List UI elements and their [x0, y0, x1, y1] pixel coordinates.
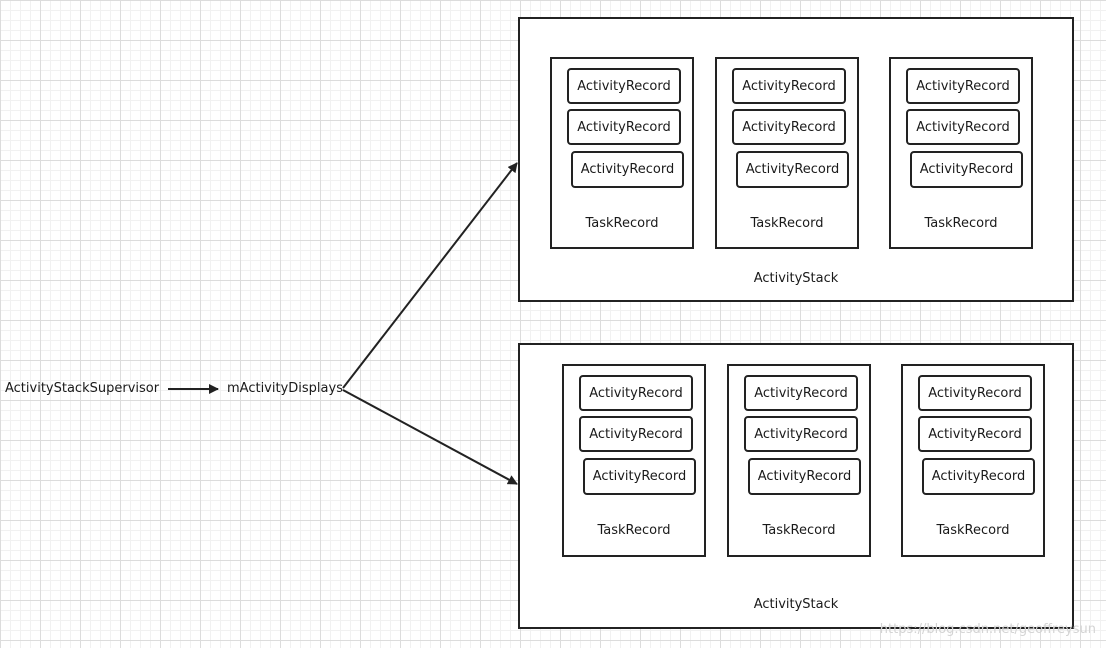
- activity-record: ActivityRecord: [748, 458, 861, 495]
- task-record-1-2: ActivityRecord ActivityRecord ActivityRe…: [715, 57, 859, 249]
- task-record-label: TaskRecord: [762, 523, 836, 538]
- activity-record: ActivityRecord: [583, 458, 696, 495]
- m-activity-displays-label: mActivityDisplays: [227, 381, 343, 396]
- task-record-2-1: ActivityRecord ActivityRecord ActivityRe…: [562, 364, 706, 557]
- task-record-label: TaskRecord: [597, 523, 671, 538]
- activity-record: ActivityRecord: [918, 375, 1032, 411]
- task-record-label: TaskRecord: [750, 216, 824, 231]
- activity-record: ActivityRecord: [732, 109, 846, 145]
- activity-record: ActivityRecord: [918, 416, 1032, 452]
- activity-record: ActivityRecord: [906, 109, 1020, 145]
- activity-record: ActivityRecord: [922, 458, 1035, 495]
- activity-record: ActivityRecord: [732, 68, 846, 104]
- activity-record: ActivityRecord: [579, 416, 693, 452]
- task-record-label: TaskRecord: [585, 216, 659, 231]
- activity-record: ActivityRecord: [906, 68, 1020, 104]
- activity-record: ActivityRecord: [744, 416, 858, 452]
- activity-record: ActivityRecord: [567, 68, 681, 104]
- activity-record: ActivityRecord: [910, 151, 1023, 188]
- task-record-1-3: ActivityRecord ActivityRecord ActivityRe…: [889, 57, 1033, 249]
- activity-stack-1: ActivityRecord ActivityRecord ActivityRe…: [518, 17, 1074, 302]
- activity-record: ActivityRecord: [579, 375, 693, 411]
- arrow-displays-to-stack-1: [342, 162, 518, 389]
- arrow-displays-to-stack-2: [342, 389, 518, 485]
- activity-stack-label: ActivityStack: [753, 271, 839, 286]
- activity-record: ActivityRecord: [736, 151, 849, 188]
- activity-record: ActivityRecord: [571, 151, 684, 188]
- activity-stack-2: ActivityRecord ActivityRecord ActivityRe…: [518, 343, 1074, 629]
- task-record-1-1: ActivityRecord ActivityRecord ActivityRe…: [550, 57, 694, 249]
- activity-record: ActivityRecord: [567, 109, 681, 145]
- task-record-2-2: ActivityRecord ActivityRecord ActivityRe…: [727, 364, 871, 557]
- watermark-text: https://blog.csdn.net/geoffreysun: [879, 622, 1096, 637]
- task-record-2-3: ActivityRecord ActivityRecord ActivityRe…: [901, 364, 1045, 557]
- task-record-label: TaskRecord: [936, 523, 1010, 538]
- activity-stack-supervisor-label: ActivityStackSupervisor: [5, 381, 160, 396]
- activity-record: ActivityRecord: [744, 375, 858, 411]
- activity-stack-label: ActivityStack: [753, 597, 839, 612]
- task-record-label: TaskRecord: [924, 216, 998, 231]
